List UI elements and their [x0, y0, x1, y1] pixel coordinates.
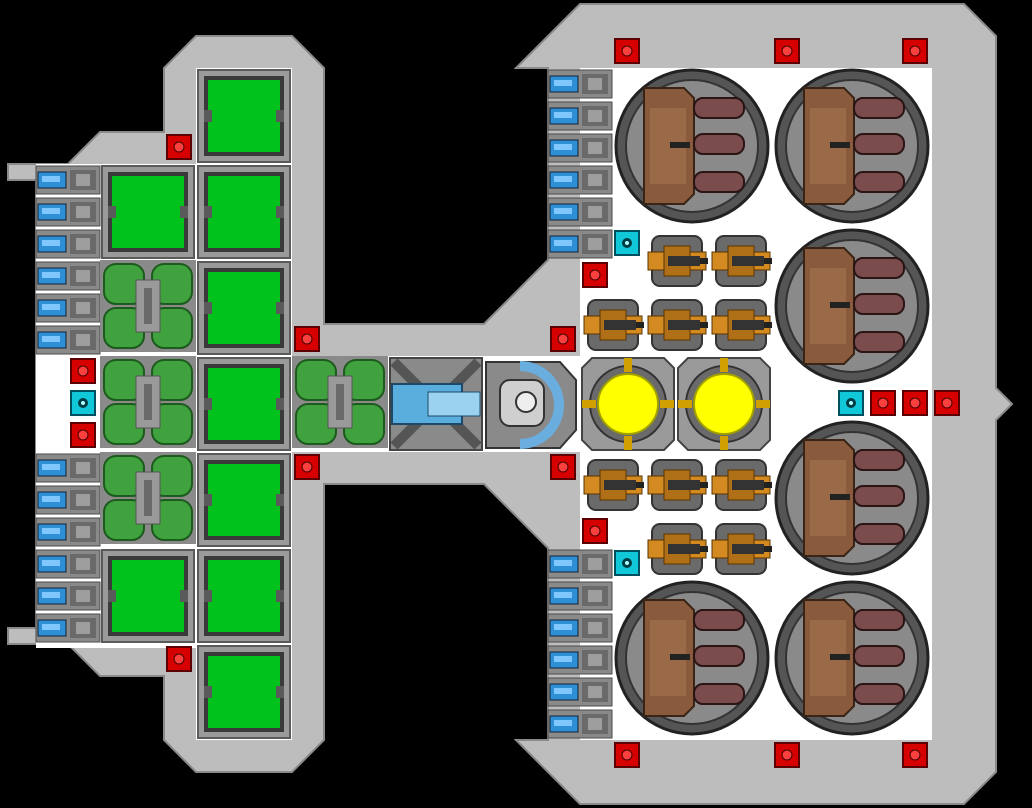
fuel-tank-icon	[99, 451, 197, 545]
warning-light-icon	[901, 37, 929, 65]
turret-icon	[647, 299, 709, 351]
turret-icon	[583, 459, 645, 511]
thruster-icon	[35, 325, 101, 355]
warning-light-icon	[613, 37, 641, 65]
cargo-icon	[197, 261, 291, 355]
warning-light-icon	[549, 325, 577, 353]
warning-light-icon	[901, 741, 929, 769]
missile-launcher-icon	[774, 228, 930, 384]
warning-light-icon	[69, 421, 97, 449]
missile-launcher-icon	[774, 68, 930, 224]
thruster-icon	[35, 453, 101, 483]
cargo-icon	[197, 453, 291, 547]
turret-icon	[711, 299, 773, 351]
fuel-tank-icon	[99, 259, 197, 353]
warning-light-icon	[293, 453, 321, 481]
thruster-icon	[35, 613, 101, 643]
cargo-icon	[101, 549, 195, 643]
turret-icon	[647, 235, 709, 287]
cargo-icon	[197, 69, 291, 163]
missile-launcher-icon	[614, 68, 770, 224]
thruster-icon	[547, 69, 613, 99]
cargo-icon	[197, 165, 291, 259]
thruster-icon	[547, 709, 613, 739]
warning-light-icon	[581, 517, 609, 545]
turret-icon	[647, 523, 709, 575]
warning-light-icon	[293, 325, 321, 353]
cargo-icon	[101, 165, 195, 259]
thruster-icon	[35, 261, 101, 291]
warning-light-icon	[581, 261, 609, 289]
warning-light-icon	[869, 389, 897, 417]
warning-light-icon	[773, 741, 801, 769]
thruster-icon	[547, 677, 613, 707]
thruster-icon	[547, 613, 613, 643]
cargo-icon	[197, 549, 291, 643]
thruster-icon	[547, 549, 613, 579]
thruster-icon	[547, 645, 613, 675]
fuel-tank-icon	[291, 355, 389, 449]
warning-light-icon	[549, 453, 577, 481]
thruster-icon	[547, 581, 613, 611]
thruster-icon	[35, 581, 101, 611]
missile-launcher-icon	[614, 580, 770, 736]
thruster-icon	[35, 485, 101, 515]
warning-light-icon	[69, 357, 97, 385]
turret-icon	[647, 459, 709, 511]
cargo-icon	[197, 357, 291, 451]
thruster-icon	[35, 197, 101, 227]
sensor-light-icon	[838, 390, 864, 416]
warning-light-icon	[165, 133, 193, 161]
thruster-icon	[35, 549, 101, 579]
thruster-icon	[547, 229, 613, 259]
reactor-icon	[677, 357, 771, 451]
turret-icon	[711, 459, 773, 511]
thruster-icon	[35, 293, 101, 323]
turret-icon	[711, 523, 773, 575]
warning-light-icon	[613, 741, 641, 769]
sensor-light-icon	[614, 550, 640, 576]
missile-launcher-icon	[774, 580, 930, 736]
thruster-icon	[547, 133, 613, 163]
turret-icon	[711, 235, 773, 287]
thruster-icon	[35, 229, 101, 259]
corridor-equipment	[389, 357, 577, 451]
thruster-icon	[547, 101, 613, 131]
missile-launcher-icon	[774, 420, 930, 576]
thruster-icon	[547, 197, 613, 227]
thruster-icon	[35, 165, 101, 195]
thruster-icon	[35, 517, 101, 547]
reactor-icon	[581, 357, 675, 451]
turret-icon	[583, 299, 645, 351]
warning-light-icon	[165, 645, 193, 673]
thruster-icon	[547, 165, 613, 195]
fuel-tank-icon	[99, 355, 197, 449]
warning-light-icon	[773, 37, 801, 65]
sensor-light-icon	[70, 390, 96, 416]
warning-light-icon	[901, 389, 929, 417]
sensor-light-icon	[614, 230, 640, 256]
warning-light-icon	[933, 389, 961, 417]
cargo-icon	[197, 645, 291, 739]
